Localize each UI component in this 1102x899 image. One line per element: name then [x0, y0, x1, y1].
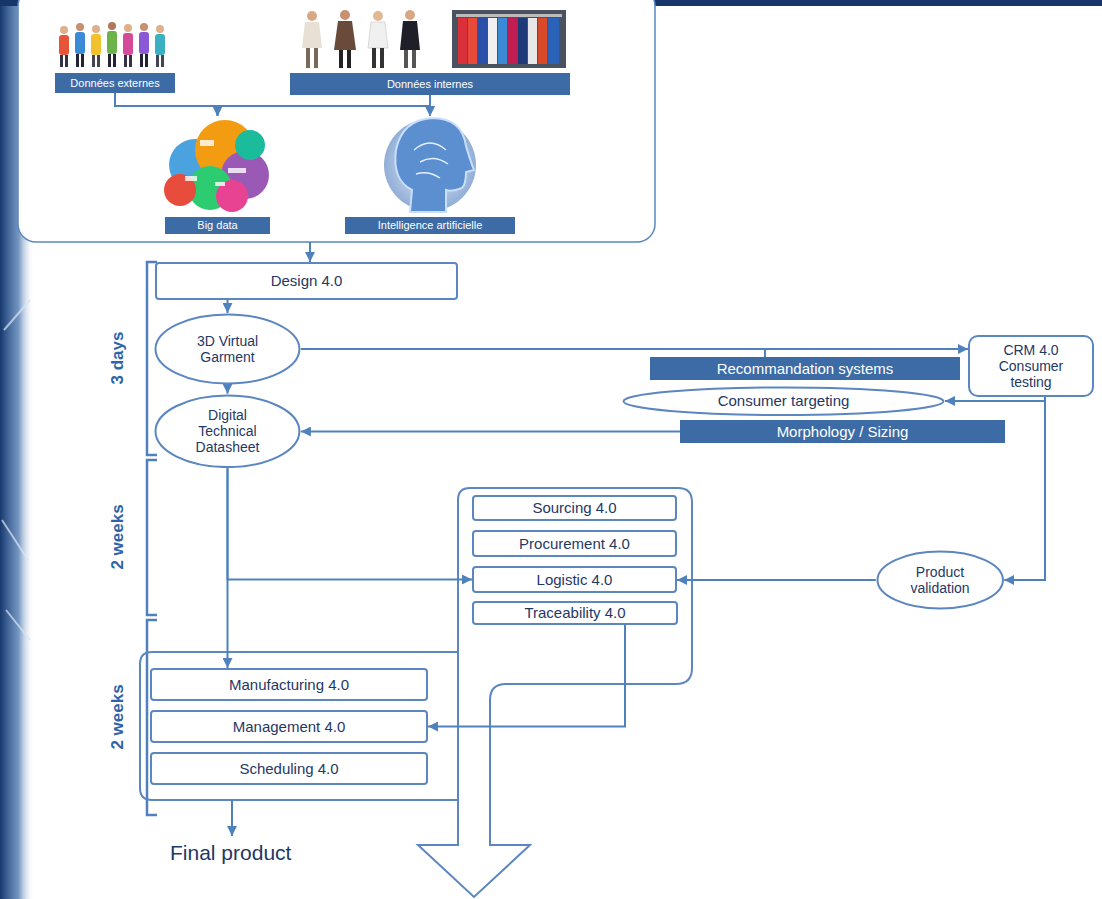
node-text: Logistic 4.0 — [537, 571, 613, 588]
ellipse-shape — [877, 552, 1002, 609]
supply-container-arrow — [418, 488, 692, 897]
node-text: Product validation — [899, 564, 981, 596]
node-text: Recommandation systems — [717, 360, 894, 377]
big-data-cloud — [164, 120, 269, 212]
flow-connector — [677, 579, 876, 581]
process-box: Logistic 4.0 — [472, 566, 677, 593]
phase-duration: 3 days — [109, 332, 128, 385]
node-text: Management 4.0 — [233, 718, 346, 735]
node-text: Données externes — [70, 77, 159, 90]
node-text: Big data — [165, 217, 270, 234]
node-text: Traceability 4.0 — [524, 604, 625, 621]
flow-connector — [218, 95, 431, 116]
flow-connector — [115, 93, 430, 116]
flow-arrow — [309, 242, 311, 262]
data-source-label: Données internes — [290, 73, 570, 95]
process-ellipse: Consumer targeting — [622, 386, 945, 416]
node-text: Données internes — [387, 78, 473, 91]
flow-connector — [428, 625, 625, 727]
process-box: Management 4.0 — [150, 710, 428, 743]
node-text: Scheduling 4.0 — [239, 760, 338, 777]
process-box: Sourcing 4.0 — [472, 495, 677, 521]
node-text: Manufacturing 4.0 — [229, 676, 349, 693]
flow-connector — [301, 431, 680, 433]
flow-connector — [227, 385, 229, 394]
tech-label: Intelligence artificielle — [345, 116, 515, 234]
feature-bar: Morphology / Sizing — [680, 420, 1005, 443]
flow-arrow — [231, 800, 233, 836]
process-box: CRM 4.0 Consumer testing — [968, 335, 1094, 397]
node-text: CRM 4.0 Consumer testing — [981, 342, 1081, 390]
node-text: Morphology / Sizing — [777, 423, 909, 440]
node-text: Procurement 4.0 — [519, 535, 630, 552]
tech-label: Big data — [165, 116, 270, 234]
ellipse-shape — [624, 387, 944, 414]
production-container — [140, 652, 458, 800]
node-text: 3D Virtual Garment — [180, 333, 275, 365]
process-box: Scheduling 4.0 — [150, 752, 428, 785]
process-box: Design 4.0 — [155, 262, 458, 300]
phase-bracket — [147, 460, 157, 615]
feature-bar: Recommandation systems — [650, 357, 960, 380]
ellipse-shape — [156, 395, 300, 467]
process-box: Procurement 4.0 — [472, 530, 677, 557]
process-ellipse: 3D Virtual Garment — [154, 313, 301, 385]
flow-connector — [945, 397, 1045, 401]
crowd-picture — [59, 22, 165, 67]
side-streaks — [2, 300, 30, 640]
node-text: Design 4.0 — [271, 272, 343, 289]
phase-duration: 2 weeks — [109, 504, 128, 569]
models-picture — [302, 10, 566, 68]
flow-connector — [301, 349, 765, 357]
ellipse-shape — [156, 315, 300, 384]
data-panel — [18, 0, 655, 242]
node-text: Digital Technical Datasheet — [180, 407, 275, 455]
flow-connector — [429, 95, 431, 116]
flow-connector — [228, 468, 473, 579]
output-label: Final product — [170, 841, 291, 864]
flow-connector — [1004, 397, 1045, 580]
process-ellipse: Product validation — [876, 550, 1004, 610]
phase-duration: 2 weeks — [109, 684, 128, 749]
process-ellipse: Digital Technical Datasheet — [154, 394, 301, 469]
ai-head — [384, 118, 476, 212]
process-box: Traceability 4.0 — [472, 601, 678, 625]
process-box: Manufacturing 4.0 — [150, 668, 428, 701]
flow-connector — [115, 93, 218, 116]
node-text: Intelligence artificielle — [345, 217, 515, 234]
node-text: Sourcing 4.0 — [532, 499, 616, 516]
data-source-label: Données externes — [55, 73, 175, 93]
flow-connector — [227, 300, 229, 313]
node-text: Consumer targeting — [718, 392, 850, 409]
